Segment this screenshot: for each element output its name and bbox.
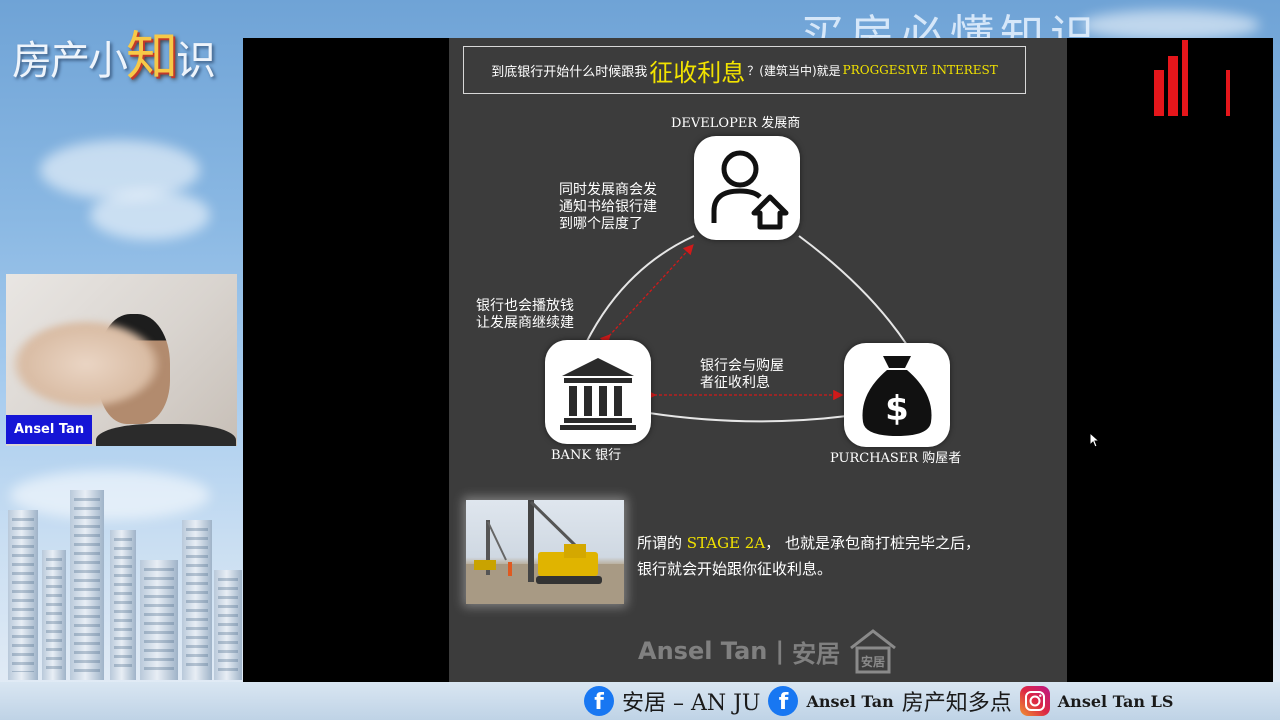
purchaser-note: 银行会与购屋 者征收利息 [700,358,784,392]
edge-developer-purchaser [798,235,908,346]
arrow-bank-developer [599,244,694,346]
developer-note: 同时发展商会发 通知书给银行建 到哪个层度了 [559,182,657,233]
stage-highlight: STAGE 2A [686,534,766,552]
diagram-connectors [585,235,908,423]
purchaser-node: $ [844,343,950,447]
developer-note-line: 同时发展商会发 [559,182,657,198]
facebook-page-title[interactable]: 房产知多点 [901,691,1012,716]
instagram-icon[interactable] [1019,686,1050,716]
city-skyline [0,460,245,680]
developer-label: DEVELOPER 发展商 [671,116,801,131]
presenter-hand [11,319,161,409]
header-highlight: 征收利息 [649,58,746,87]
channel-title: 房产小知识 [12,14,216,89]
bank-note: 银行也会播放钱 让发展商继续建 [476,298,574,332]
instagram-handle[interactable]: Ansel Tan LS [1057,691,1174,711]
purchaser-label: PURCHASER 购屋者 [830,451,962,466]
social-bar: f 安居 – AN JU f Ansel Tan 房产知多点 Ansel Tan… [0,682,1280,720]
developer-note-line: 通知书给银行建 [559,199,657,215]
stage-line1-prefix: 所谓的 [637,534,683,552]
presenter-shoulder [96,424,236,446]
developer-note-line: 到哪个层度了 [559,216,643,232]
bank-note-line: 让发展商继续建 [476,315,574,331]
piling-construction-photo [466,500,624,604]
facebook-icon[interactable]: f [584,686,614,716]
stage-line2: 银行就会开始跟你征收利息。 [637,560,833,578]
svg-text:安居: 安居 [861,654,885,669]
watermark-separator: | [775,637,785,665]
watermark-brand: 安居 [792,639,841,668]
channel-title-part1: 房产小 [12,38,128,84]
slide-watermark: Ansel Tan | 安居 安居 [638,628,898,674]
bank-note-line: 银行也会播放钱 [476,298,574,314]
edge-bank-purchaser [648,412,848,423]
svg-text:$: $ [885,389,909,429]
mouse-cursor-icon [1089,432,1101,448]
header-suffix: ？(建筑当中)就是 [747,63,841,78]
bank-building-icon [560,358,636,430]
slide-header: 到底银行开始什么时候跟我 征收利息 ？(建筑当中)就是 PROGGESIVE I… [463,46,1026,94]
stage-description: 所谓的 STAGE 2A， 也就是承包商打桩完毕之后， 银行就会开始跟你征收利息… [637,530,980,582]
stage-line1-suffix: ， 也就是承包商打桩完毕之后， [765,534,980,552]
channel-title-highlight: 知 [126,27,178,87]
relationship-diagram: DEVELOPER 发展商 同时发展商会发 通知书给银行建 到哪个层度了 银行也… [449,38,1067,498]
developer-home-icon [711,150,789,230]
purchaser-note-line: 者征收利息 [700,375,770,391]
header-term: PROGGESIVE INTEREST [842,63,998,77]
purchaser-note-line: 银行会与购屋 [700,358,784,374]
channel-title-part2: 识 [176,38,216,84]
watermark-name: Ansel Tan [638,637,768,665]
bank-node [545,340,651,444]
header-question: 到底银行开始什么时候跟我 [491,64,648,80]
money-bag-icon: $ [862,356,932,436]
logo-bars-icon [1154,40,1230,116]
bank-label: BANK 银行 [551,448,622,463]
house-logo-icon: 安居 [850,629,897,674]
edge-bank-developer [585,235,695,344]
developer-node [694,136,800,240]
presenter-name-tag: Ansel Tan [6,415,93,444]
facebook-page-name[interactable]: Ansel Tan [806,691,894,711]
facebook-icon[interactable]: f [768,686,799,716]
facebook-page-anju[interactable]: 安居 – AN JU [622,691,761,716]
